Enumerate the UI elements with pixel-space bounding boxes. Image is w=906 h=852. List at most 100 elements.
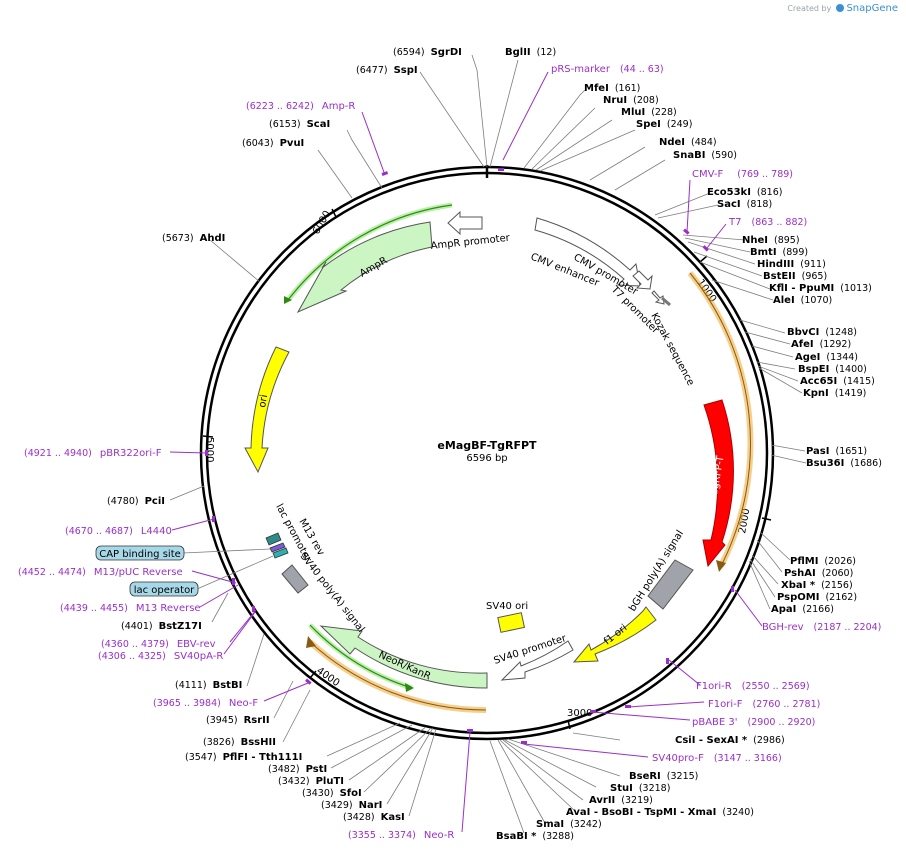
primer-ebv-rev: (4360 .. 4379)EBV-rev [101,639,216,650]
site-kasi: (3428)KasI [343,812,405,823]
lac-operator-box: lac operator [129,555,274,597]
orf-arc-bottom-core [309,641,487,711]
site-kpni: KpnI(1419) [803,388,866,399]
orf-arc-bottom-head [306,636,316,648]
site-apai: ApaI(2166) [771,604,834,615]
site-eco53ki: Eco53kI(816) [707,187,782,198]
site-pflfi-tth111i: (3547)PflFI - Tth111I [185,752,302,763]
site-snabi: SnaBI(590) [673,150,737,161]
feature-sv40-ori [497,612,525,633]
tick-label: 3000 [567,708,592,719]
site-avai-bsobi-tspmi-xmai: AvaI - BsoBI - TspMI - XmaI(3240) [566,807,754,818]
feature-ampr-promoter-label: AmpR promoter [430,233,511,252]
primer-pbabe-3: pBABE 3'(2900 .. 2920) [692,717,815,728]
site-hindiii: HindIII(911) [757,259,826,270]
feature-cap-site [269,542,286,553]
site-nhei: NheI(895) [742,235,800,246]
primer-m13puc-reverse: (4452 .. 4474)M13/pUC Reverse [18,567,183,578]
site-scai: (6153)ScaI [269,119,330,130]
site-bglii: BglII(12) [505,47,556,58]
site-nari: (3429)NarI [321,800,382,811]
primer-labels: pRS-marker(44 .. 63) (6223 .. 6242)Amp-R… [18,64,881,841]
orf-arc-ampr-head [284,296,292,304]
site-mlui: MluI(228) [621,107,677,118]
snapgene-credit: Created by SnapGene [787,3,898,14]
primer-m13-reverse: (4439 .. 4455)M13 Reverse [60,603,201,614]
orf-arc-neo-head [405,683,414,692]
feature-cmv-promoter [632,270,653,290]
site-psti: (3482)PstI [268,764,327,775]
snapgene-logo-icon [835,4,844,12]
feature-kozak-label: Kozak sequence [648,311,696,387]
site-sgrdi: (6594)SgrDI [393,47,462,58]
site-bsshii: (3826)BssHII [203,737,276,748]
primer-ticks [205,168,734,744]
leader-lines [169,54,807,834]
primer-sv40pro-f: SV40pro-F(3147 .. 3166) [652,753,782,764]
site-pasi: PasI(1651) [806,446,867,457]
primer-lines [169,71,763,833]
feature-lac-operator [272,547,289,559]
site-acc65i: Acc65I(1415) [800,376,875,387]
primer-bgh-rev: BGH-rev(2187 .. 2204) [762,622,881,633]
primer-neo-r: (3355 .. 3374)Neo-R [348,830,454,841]
site-smai: SmaI(3242) [536,819,602,830]
site-pshai: PshAI(2060) [784,568,853,579]
orf-arc-neo-core [309,624,413,689]
feature-ampr [296,221,433,314]
feature-lac-promoter [265,532,282,546]
feature-ampr-promoter [447,210,483,236]
tick-label: 6000 [311,209,333,237]
site-bbvci: BbvCI(1248) [787,327,857,338]
credit-brand: SnapGene [846,3,898,14]
site-xbai: XbaI *(2156) [781,580,853,591]
primer-f1ori-f: F1ori-F(2760 .. 2781) [708,699,820,710]
site-ndei: NdeI(484) [659,137,717,148]
primer-sv40pa-r: (4306 .. 4325)SV40pA-R [98,651,223,662]
primer-cmv-f: CMV-F(769 .. 789) [692,169,793,180]
site-afei: AfeI(1292) [791,339,851,350]
feature-tgrfp [702,399,734,568]
site-saci: SacI(818) [717,199,772,210]
orf-arc-right-head [716,560,726,572]
site-bstbi: (4111)BstBI [175,680,242,691]
site-bstz17i: (4401)BstZ17I [121,621,202,632]
site-pluti: (3432)PluTI [278,776,344,787]
primer-amp-r: (6223 .. 6242)Amp-R [246,101,355,112]
feature-sv40-promoter [500,640,574,681]
site-ahdi: (5673)AhdI [162,233,225,244]
feature-sv40-ori-label: SV40 ori [486,601,528,612]
cap-binding-site-box: CAP binding site [95,545,271,561]
primer-prs-marker: pRS-marker(44 .. 63) [551,64,664,75]
site-pflmi: PflMI(2026) [790,556,856,567]
site-kfli-ppumi: KflI - PpuMI(1013) [769,283,872,294]
feature-cmv-enhancer [534,217,641,287]
tick-4000: 4000 [309,665,341,689]
tick-label: 5000 [204,437,215,462]
site-bsabi: BsaBI *(3288) [496,831,574,842]
site-spei: SpeI(249) [636,119,692,130]
site-pspomi: PspOMI(2162) [777,592,857,603]
site-agei: AgeI(1344) [795,352,858,363]
site-nrui: NruI(208) [603,95,659,106]
cap-binding-site-label: CAP binding site [99,549,181,560]
primer-f1ori-r: F1ori-R(2550 .. 2569) [696,681,810,692]
primer-t7: T7(863 .. 882) [728,217,807,228]
plasmid-name: eMagBF-TgRFPT [437,439,537,452]
lac-operator-label: lac operator [134,585,195,596]
site-mfei: MfeI(161) [584,83,640,94]
feature-f1ori [572,606,657,663]
credit-text: Created by [787,4,832,13]
feature-t7-promoter [651,290,665,305]
site-stui: StuI(3218) [610,783,670,794]
site-rsrii: (3945)RsrII [206,715,270,726]
site-pcii: (4780)PciI [107,496,165,507]
site-bspei: BspEI(1400) [798,364,867,375]
primer-l4440: (4670 .. 4687)L4440 [65,526,172,537]
site-labels: (6594)SgrDI BglII(12) (6477)SspI MfeI(16… [107,47,882,842]
site-pvui: (6043)PvuI [242,138,304,149]
tick-5000: 5000 [202,435,215,462]
primer-pbr322ori-f: (4921 .. 4940)pBR322ori-F [24,448,162,459]
site-bsteii: BstEII(965) [763,271,827,282]
